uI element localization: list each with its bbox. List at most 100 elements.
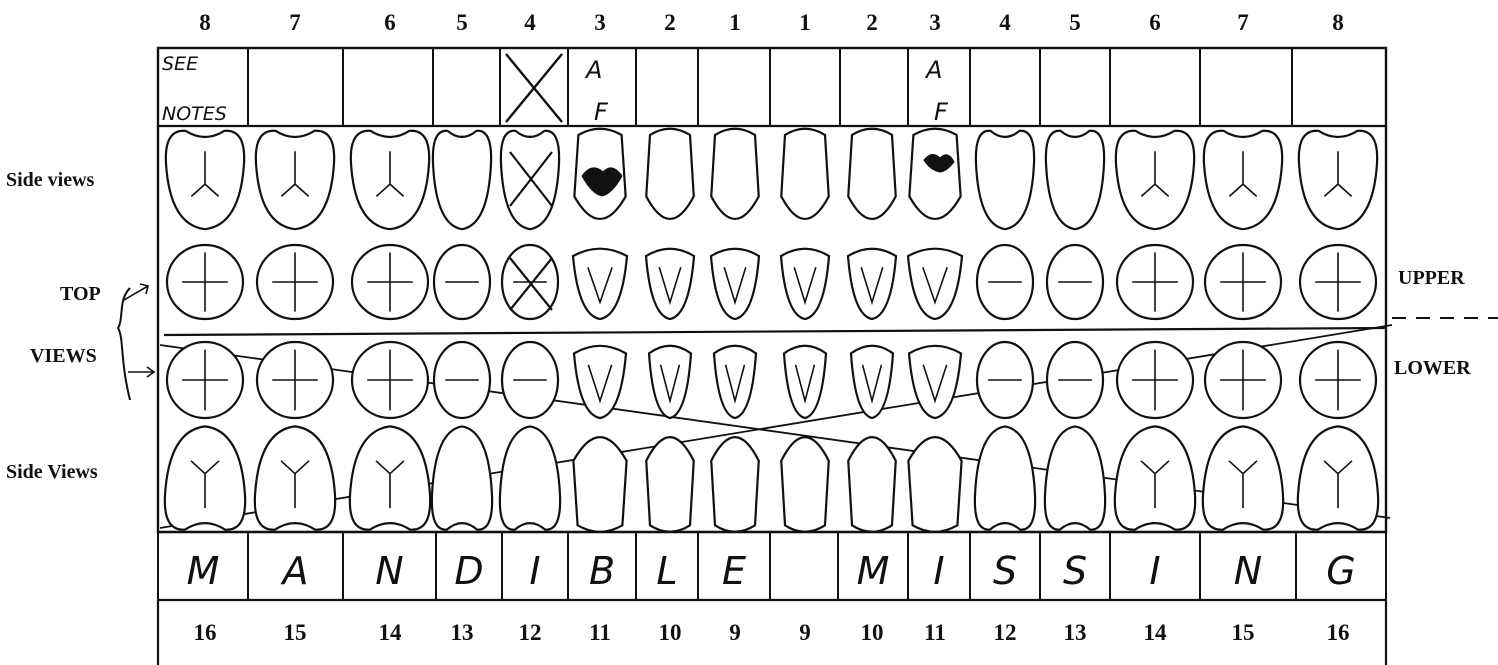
note-cell <box>970 48 1040 126</box>
lower-tooth-number: 13 <box>451 620 474 645</box>
tooth-top-view <box>909 346 961 418</box>
tooth-side-view <box>646 437 694 532</box>
tooth-top-view <box>784 346 826 418</box>
letter-cell <box>770 532 838 600</box>
tooth-side-view <box>433 131 491 229</box>
lower-tooth-number: 9 <box>799 620 811 645</box>
lower-tooth-number: 16 <box>1327 620 1350 645</box>
note-cell <box>840 48 908 126</box>
upper-tooth-number: 6 <box>384 10 396 35</box>
tooth-top-view <box>646 249 694 319</box>
brace-icon <box>118 288 130 400</box>
tooth-side-view <box>848 129 896 219</box>
lower-tooth-number: 13 <box>1064 620 1087 645</box>
upper-tooth-number: 8 <box>199 10 211 35</box>
letter-text: A <box>280 549 309 593</box>
top-label: TOP <box>60 283 101 305</box>
note-text-line1: SEE <box>162 53 198 75</box>
lower-side-views <box>165 426 1378 531</box>
note-text-line2: NOTES <box>162 103 227 125</box>
tooth-top-view <box>573 249 627 319</box>
upper-tooth-number: 3 <box>929 10 941 35</box>
tooth-side-view <box>711 129 759 219</box>
arrow-views-icon <box>128 367 154 377</box>
lower-tooth-number: 10 <box>659 620 682 645</box>
note-cell <box>1110 48 1200 126</box>
lower-tooth-number: 12 <box>519 620 542 645</box>
note-cell <box>636 48 698 126</box>
upper-tooth-number: 5 <box>456 10 468 35</box>
letter-text: M <box>187 549 220 593</box>
note-text-line2: F <box>934 98 949 126</box>
lower-tooth-number: 11 <box>589 620 611 645</box>
lower-tooth-number: 9 <box>729 620 741 645</box>
upper-side-views <box>166 129 1377 229</box>
tooth-side-view <box>573 437 626 532</box>
tooth-side-view <box>848 437 896 532</box>
lower-top-views <box>167 342 1376 418</box>
letter-text: N <box>1234 549 1262 593</box>
lower-tooth-number: 10 <box>861 620 884 645</box>
note-cell <box>248 48 343 126</box>
upper-tooth-number: 6 <box>1149 10 1161 35</box>
tooth-side-view <box>432 426 492 529</box>
upper-tooth-number: 1 <box>799 10 811 35</box>
side-views-lower-label: Side Views <box>6 461 98 483</box>
lower-tooth-number: 14 <box>1144 620 1168 645</box>
letter-text: S <box>993 549 1017 593</box>
tooth-top-view <box>711 249 759 319</box>
note-text-line2: F <box>594 98 609 126</box>
tooth-top-view <box>714 346 756 418</box>
upper-tooth-number: 3 <box>594 10 606 35</box>
letter-text: E <box>722 549 746 593</box>
upper-top-views <box>167 245 1376 319</box>
tooth-side-view <box>976 131 1034 229</box>
upper-label: UPPER <box>1398 267 1465 289</box>
letter-text: G <box>1326 549 1355 593</box>
tooth-side-view <box>1046 131 1104 229</box>
upper-tooth-number: 4 <box>999 10 1011 35</box>
letter-text: I <box>933 549 944 593</box>
upper-tooth-number: 5 <box>1069 10 1081 35</box>
note-text-line1: A <box>924 56 942 84</box>
letter-text: B <box>589 549 615 593</box>
tooth-side-view <box>711 437 759 532</box>
letter-text: I <box>529 549 540 593</box>
tooth-top-view <box>848 249 896 319</box>
tooth-side-view <box>781 129 829 219</box>
upper-tooth-number: 2 <box>866 10 878 35</box>
note-cell <box>698 48 770 126</box>
tooth-side-view <box>975 426 1035 529</box>
letter-text: L <box>656 549 677 593</box>
tooth-top-view <box>908 249 962 319</box>
lower-tooth-number: 12 <box>994 620 1017 645</box>
upper-tooth-number: 7 <box>1237 10 1249 35</box>
tooth-side-view <box>1045 426 1105 529</box>
note-cell <box>433 48 500 126</box>
upper-tooth-number: 7 <box>289 10 301 35</box>
note-cell <box>770 48 840 126</box>
note-cell <box>1200 48 1292 126</box>
side-views-upper-label: Side views <box>6 169 95 191</box>
views-label: VIEWS <box>30 345 97 367</box>
tooth-side-view <box>781 437 829 532</box>
tooth-top-view <box>649 346 691 418</box>
arch-divider <box>164 328 1386 335</box>
tooth-top-view <box>574 346 626 418</box>
tooth-side-view <box>500 426 560 529</box>
note-cell <box>343 48 433 126</box>
tooth-side-view <box>646 129 694 219</box>
letter-text: I <box>1149 549 1160 593</box>
lower-tooth-number: 11 <box>924 620 946 645</box>
upper-tooth-number: 8 <box>1332 10 1344 35</box>
tooth-top-view <box>851 346 893 418</box>
upper-tooth-number: 2 <box>664 10 676 35</box>
lower-tooth-number: 14 <box>379 620 403 645</box>
lower-tooth-number: 15 <box>284 620 307 645</box>
tooth-top-view <box>781 249 829 319</box>
note-text-line1: A <box>584 56 602 84</box>
